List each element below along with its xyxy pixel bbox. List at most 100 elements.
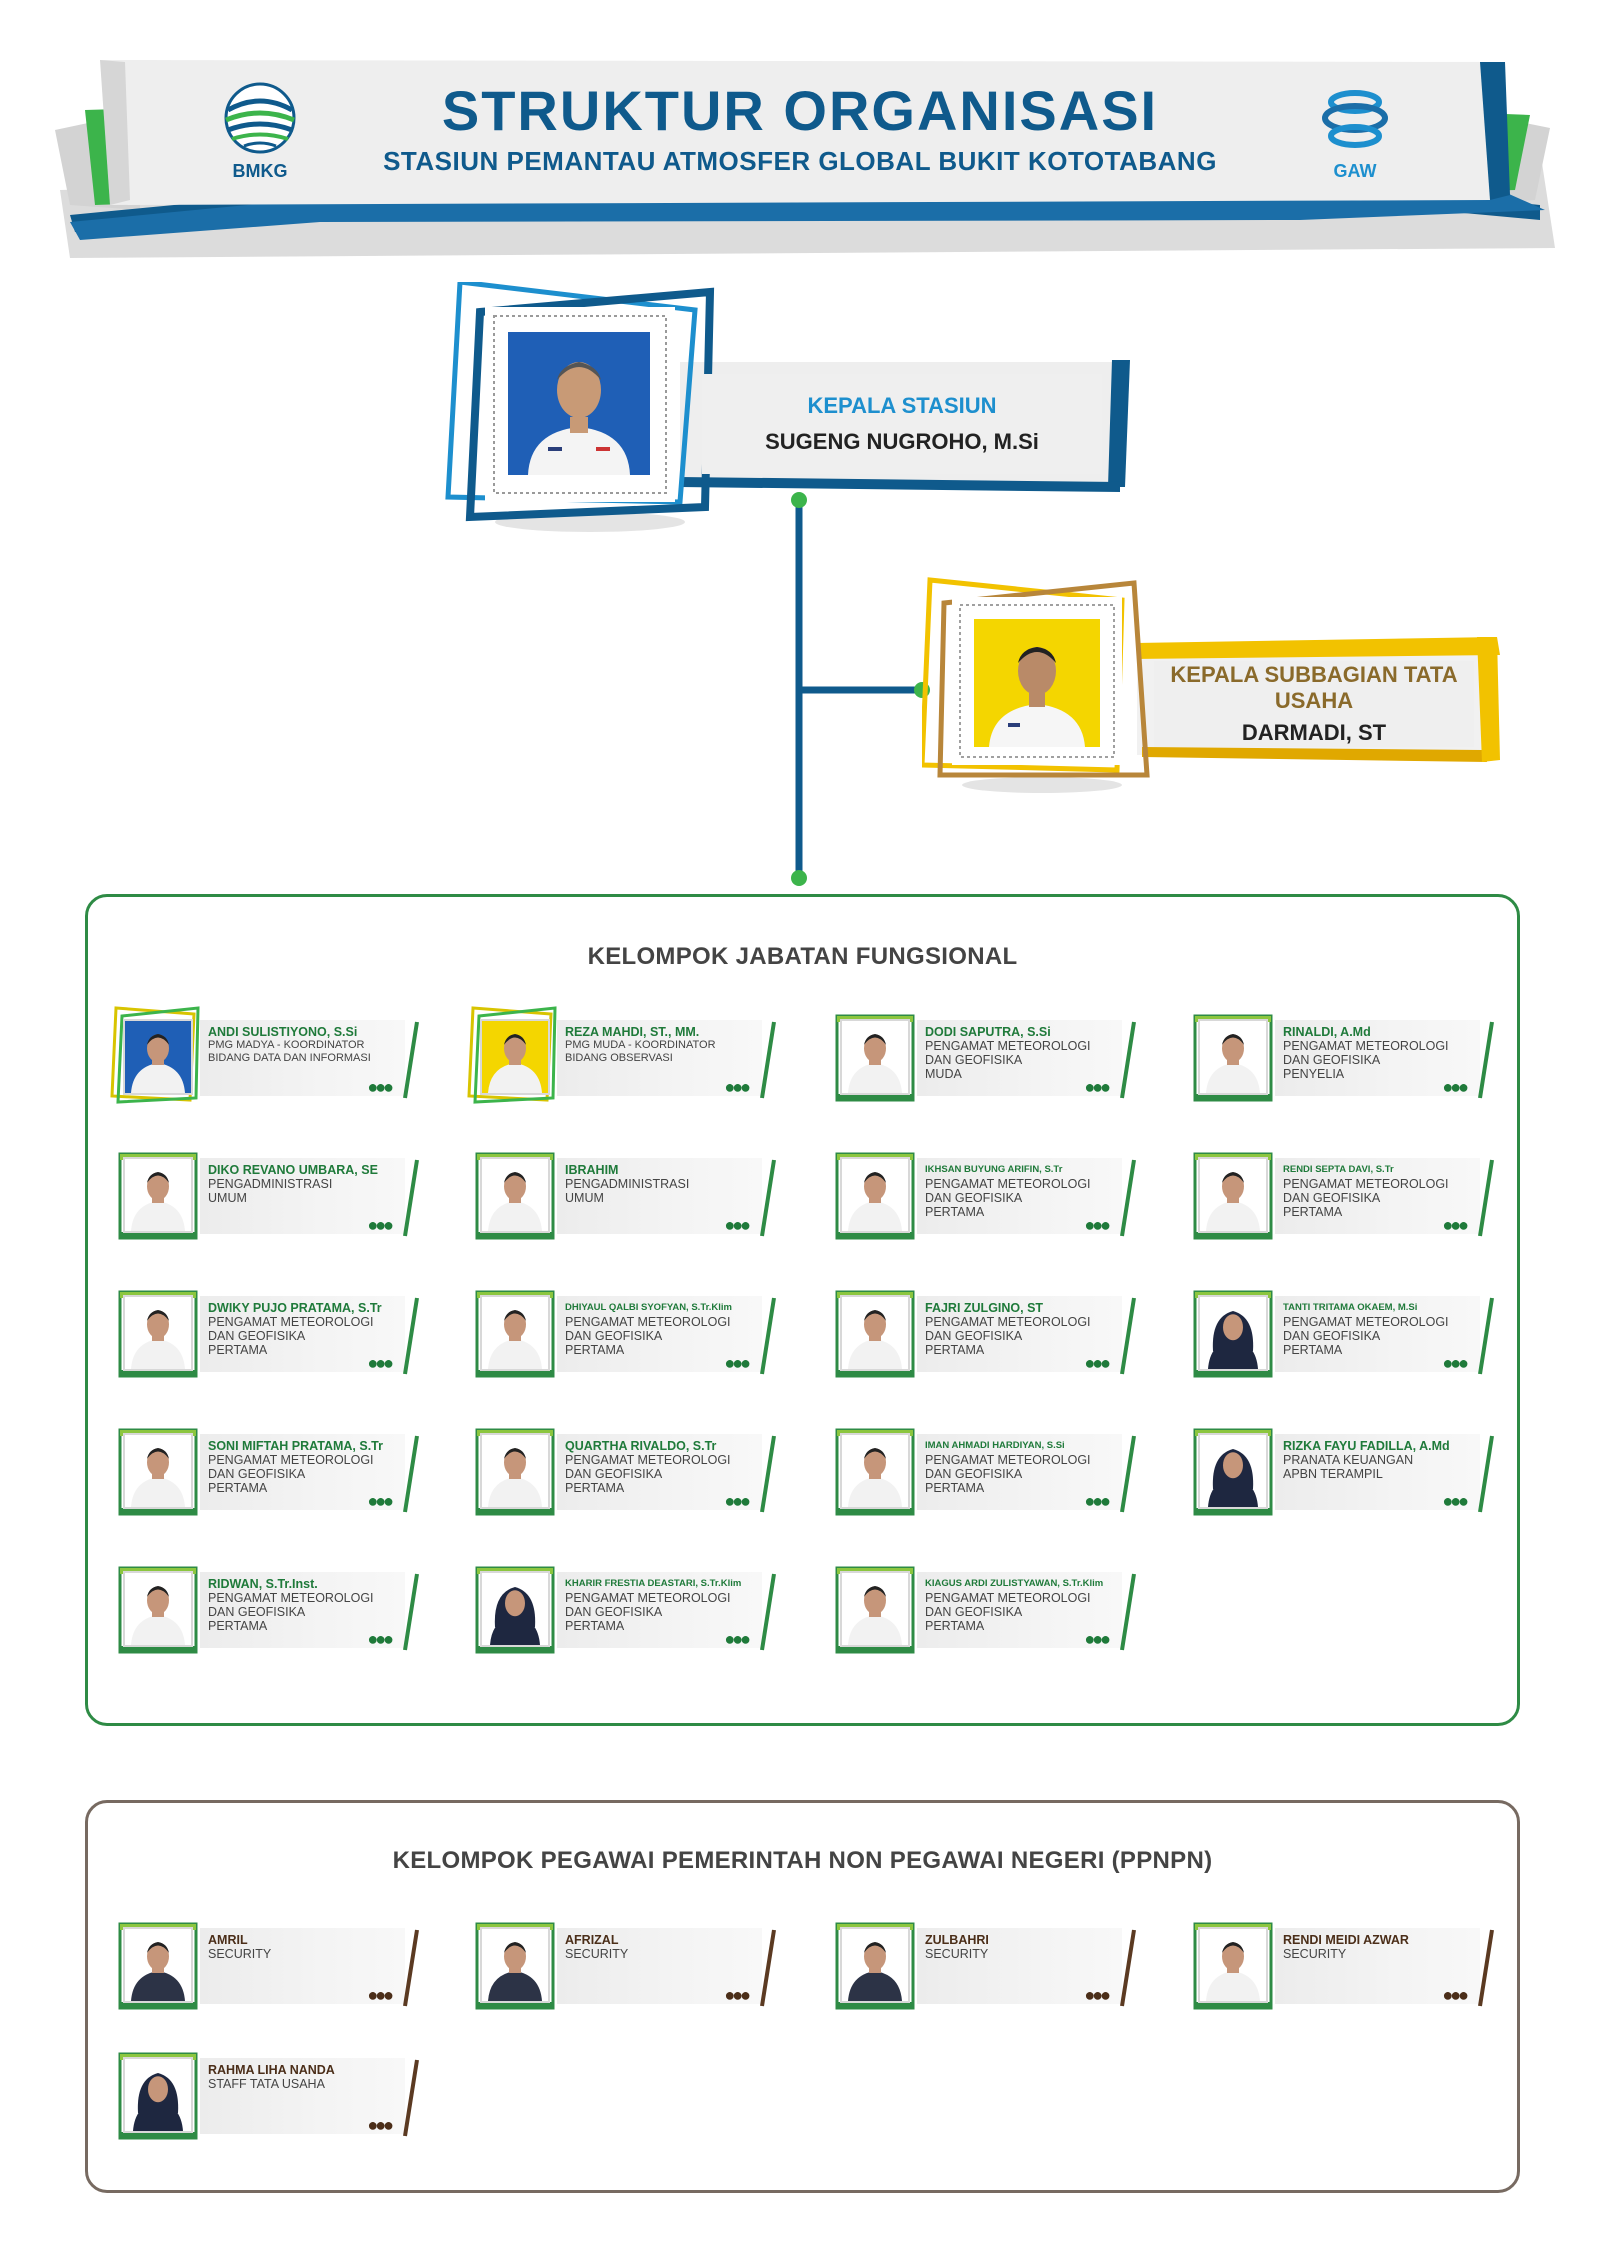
banner-background [55,60,1555,258]
member-photo-frame [118,1562,198,1654]
person-portrait-icon [842,1929,908,2001]
more-dots-icon: ●●● [367,1629,394,1649]
bmkg-emblem-icon [224,82,296,154]
member-info-panel: DWIKY PUJO PRATAMA, S.Tr PENGAMAT METEOR… [200,1296,405,1372]
sub-photo [974,619,1100,747]
member-photo-frame [110,1006,200,1104]
more-dots-icon: ●●● [1084,1215,1111,1235]
member-card: IMAN AHMADI HARDIYAN, S.Si PENGAMAT METE… [835,1424,1140,1516]
member-photo-frame [118,1286,198,1378]
member-position-line: PENGAMAT METEOROLOGI [1283,1315,1449,1329]
member-position-line: PERTAMA [565,1343,625,1357]
member-position-line: PERTAMA [925,1481,985,1495]
member-card: QUARTHA RIVALDO, S.Tr PENGAMAT METEOROLO… [475,1424,780,1516]
card-slash-accent [760,1297,776,1375]
person-portrait-icon [482,1435,548,1507]
sub-role: KEPALA SUBBAGIAN TATA USAHA [1170,662,1458,713]
member-position-line: PENGAMAT METEOROLOGI [565,1591,731,1605]
member-photo-frame [118,1148,198,1240]
head-of-admin-card: KEPALA SUBBAGIAN TATA USAHA DARMADI, ST [922,575,1502,805]
member-name: SONI MIFTAH PRATAMA, S.Tr [208,1439,383,1453]
card-slash-accent [760,1021,776,1099]
member-card: AMRIL SECURITY ●●● [118,1918,423,2010]
gaw-logo: GAW [1310,82,1400,182]
member-photo-frame [1193,1424,1273,1516]
person-portrait-icon [1200,1929,1266,2001]
member-info-panel: DHIYAUL QALBI SYOFYAN, S.Tr.Klim PENGAMA… [557,1296,762,1372]
person-portrait-icon [842,1297,908,1369]
member-photo [480,1019,550,1095]
member-position-line: PERTAMA [1283,1205,1343,1219]
member-photo-frame [1193,1148,1273,1240]
person-portrait-icon [125,1159,191,1231]
more-dots-icon: ●●● [367,1353,394,1373]
member-name: RENDI SEPTA DAVI, S.Tr [1283,1164,1394,1175]
member-position-line: PENGADMINISTRASI [208,1177,333,1191]
member-name: IBRAHIM [565,1163,619,1177]
member-photo [840,1157,910,1233]
member-name: RINALDI, A.Md [1283,1025,1371,1039]
member-position-line: PMG MADYA - KOORDINATOR [208,1039,365,1051]
more-dots-icon: ●●● [367,1215,394,1235]
member-photo [1198,1927,1268,2003]
member-name: KHARIR FRESTIA DEASTARI, S.Tr.Klim [565,1578,742,1589]
member-info-panel: SONI MIFTAH PRATAMA, S.Tr PENGAMAT METEO… [200,1434,405,1510]
bmkg-logo-text: BMKG [232,161,288,181]
member-position-line: DAN GEOFISIKA [1283,1191,1381,1205]
member-position-line: PENGAMAT METEOROLOGI [565,1453,731,1467]
member-position-line: PENGADMINISTRASI [565,1177,690,1191]
person-portrait-icon [482,1159,548,1231]
member-position-line: DAN GEOFISIKA [1283,1329,1381,1343]
card-slash-accent [1478,1435,1494,1513]
member-photo-frame [835,1562,915,1654]
member-position-line: PENGAMAT METEOROLOGI [925,1177,1091,1191]
member-card: RAHMA LIHA NANDA STAFF TATA USAHA ●●● [118,2048,423,2140]
member-photo [1198,1019,1268,1095]
member-info-panel: IKHSAN BUYUNG ARIFIN, S.Tr PENGAMAT METE… [917,1158,1122,1234]
sub-info-panel: KEPALA SUBBAGIAN TATA USAHA DARMADI, ST [1154,661,1474,747]
member-photo [1198,1433,1268,1509]
member-name: QUARTHA RIVALDO, S.Tr [565,1439,717,1453]
card-slash-accent [403,1159,419,1237]
more-dots-icon: ●●● [1084,1353,1111,1373]
member-position-line: DAN GEOFISIKA [925,1605,1023,1619]
member-position-line: DAN GEOFISIKA [925,1053,1023,1067]
member-card: REZA MAHDI, ST., MM. PMG MUDA - KOORDINA… [467,1006,780,1104]
member-name: DODI SAPUTRA, S.Si [925,1025,1051,1039]
head-photo [508,332,650,475]
member-card: AFRIZAL SECURITY ●●● [475,1918,780,2010]
card-slash-accent [1478,1021,1494,1099]
member-photo-frame [1193,1010,1273,1102]
member-photo [840,1927,910,2003]
member-photo [480,1433,550,1509]
member-position-line: PENGAMAT METEOROLOGI [565,1315,731,1329]
member-info-panel: QUARTHA RIVALDO, S.Tr PENGAMAT METEOROLO… [557,1434,762,1510]
card-slash-accent [403,1021,419,1099]
more-dots-icon: ●●● [724,1077,751,1097]
person-portrait-icon [125,1297,191,1369]
member-photo [840,1433,910,1509]
member-info-panel: RENDI SEPTA DAVI, S.Tr PENGAMAT METEOROL… [1275,1158,1480,1234]
person-portrait-icon [482,1021,548,1093]
member-card: KHARIR FRESTIA DEASTARI, S.Tr.Klim PENGA… [475,1562,780,1654]
more-dots-icon: ●●● [1084,1985,1111,2005]
card-slash-accent [403,1573,419,1651]
member-photo [1198,1295,1268,1371]
member-position-line: DAN GEOFISIKA [925,1329,1023,1343]
member-position-line: PERTAMA [208,1481,268,1495]
member-info-panel: REZA MAHDI, ST., MM. PMG MUDA - KOORDINA… [557,1020,762,1096]
member-photo [123,1295,193,1371]
member-name: ANDI SULISTIYONO, S.Si [208,1025,358,1039]
header-banner: BMKG STRUKTUR ORGANISASI STASIUN PEMANTA… [0,0,1600,280]
member-card: DHIYAUL QALBI SYOFYAN, S.Tr.Klim PENGAMA… [475,1286,780,1378]
card-slash-accent [1478,1159,1494,1237]
member-card: SONI MIFTAH PRATAMA, S.Tr PENGAMAT METEO… [118,1424,423,1516]
member-photo-frame [1193,1918,1273,2010]
more-dots-icon: ●●● [1442,1215,1469,1235]
